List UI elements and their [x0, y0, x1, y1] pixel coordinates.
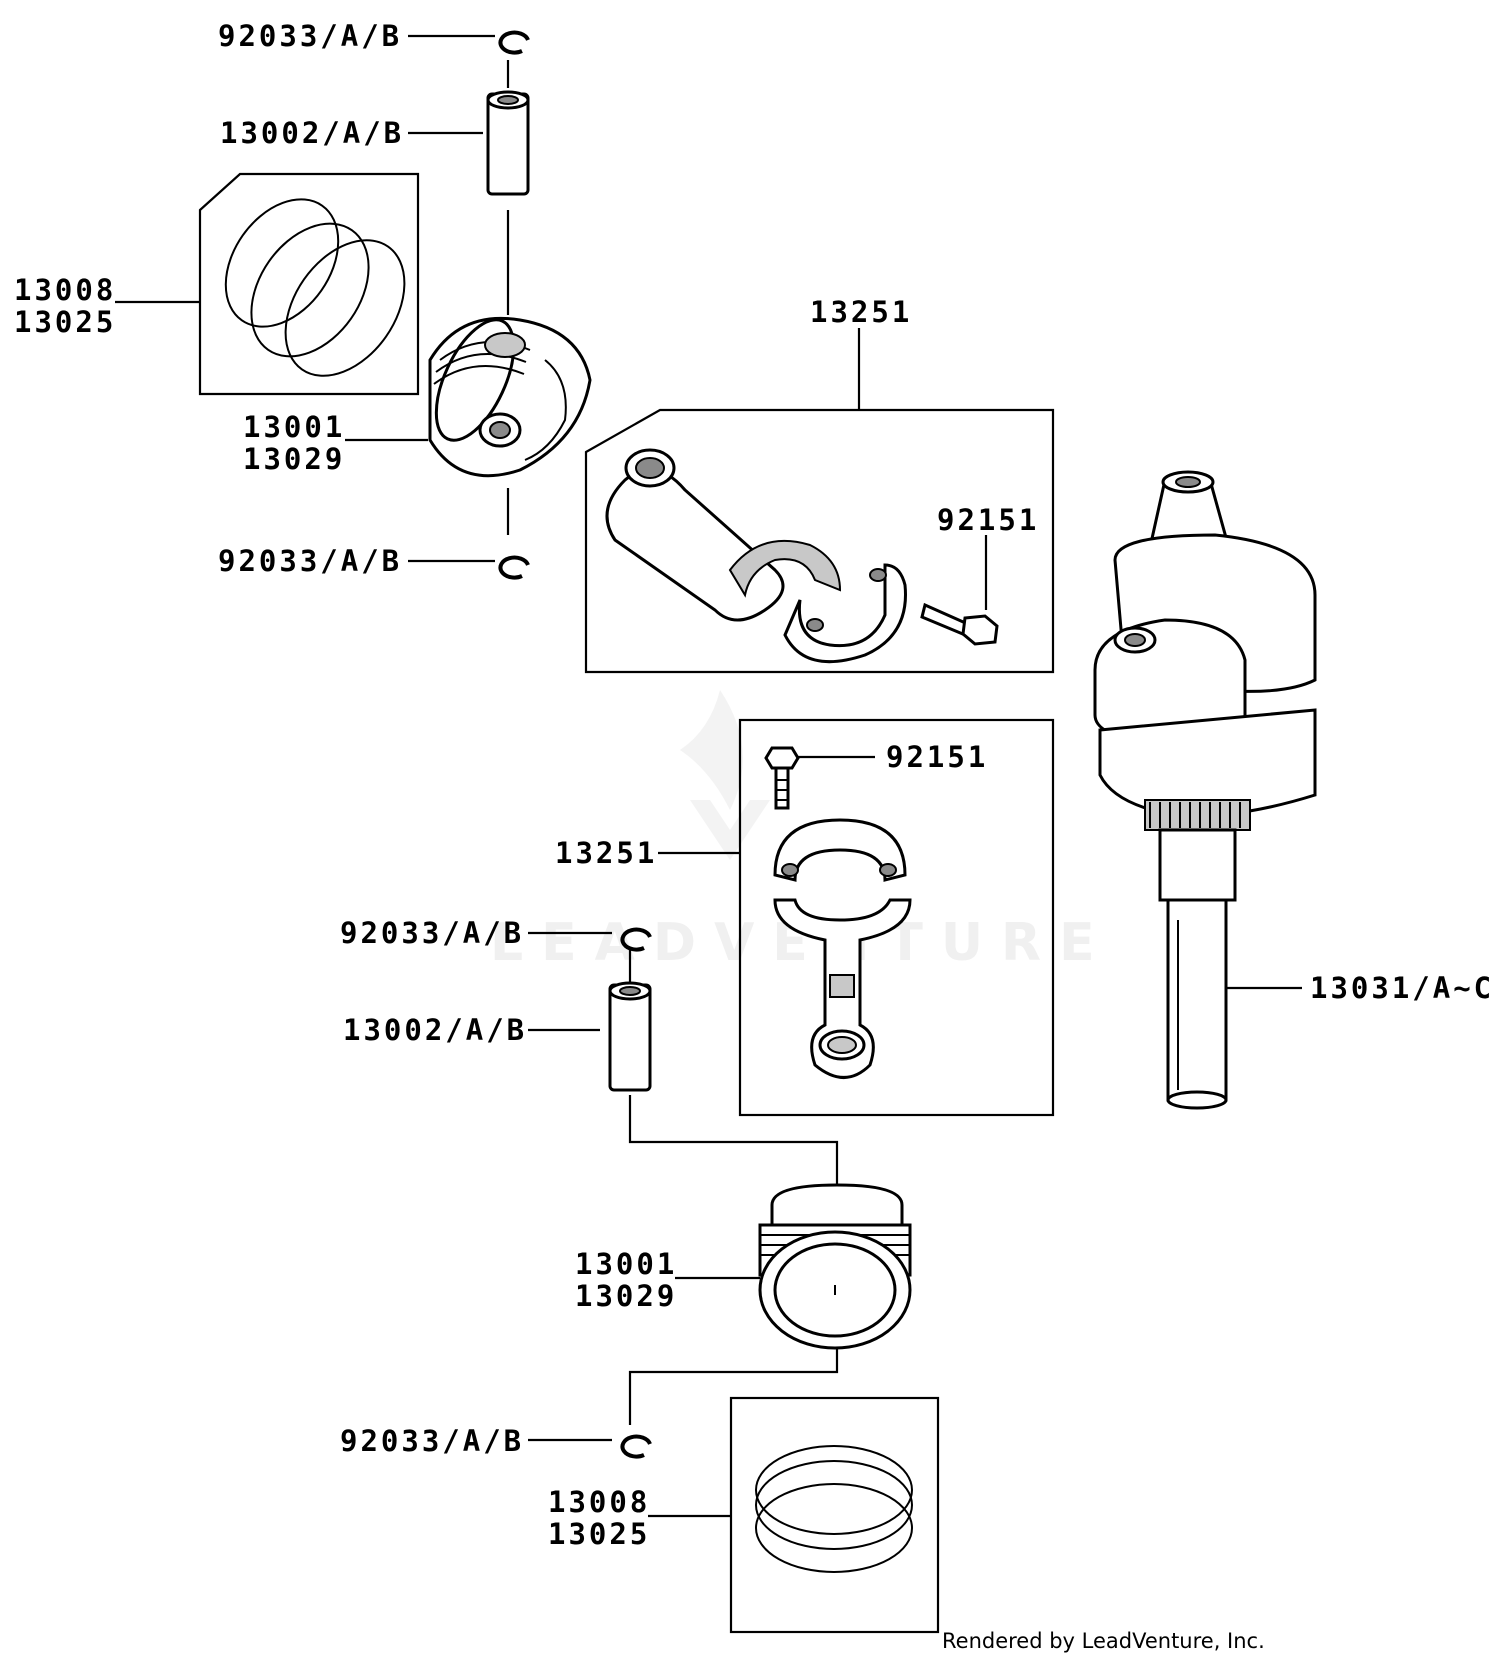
snap-ring-icon — [498, 555, 530, 580]
callout-label: 92151 — [886, 740, 988, 774]
bolt-icon — [764, 746, 800, 810]
piston-rings-icon — [755, 1445, 913, 1573]
callout-label: 13001 — [575, 1247, 677, 1281]
callout-label: 92033/A/B — [218, 544, 402, 578]
snap-ring-icon — [620, 927, 652, 952]
piston-rings-icon — [224, 198, 406, 377]
piston-icon — [428, 316, 592, 478]
conrod-middle-box — [738, 718, 1055, 1117]
piston-icon — [758, 1183, 912, 1350]
callout-label: 13008 — [548, 1485, 650, 1519]
callout-label: 92033/A/B — [218, 19, 402, 53]
connecting-rod-icon — [773, 818, 912, 1079]
callout-label: 13029 — [243, 442, 345, 476]
ring-set-bottom-box — [729, 1396, 940, 1634]
piston-pin-icon — [608, 981, 652, 1092]
callout-label: 92033/A/B — [340, 916, 524, 950]
callout-label: 13002/A/B — [220, 116, 404, 150]
callout-label: 13251 — [555, 836, 657, 870]
callout-label: 13251 — [810, 295, 912, 329]
piston-pin-icon — [486, 90, 530, 196]
callout-label: 13002/A/B — [343, 1013, 527, 1047]
callout-label: 92151 — [937, 503, 1039, 537]
conrod-top-box — [584, 408, 1055, 674]
snap-ring-icon — [620, 1434, 652, 1459]
footer-credit: Rendered by LeadVenture, Inc. — [942, 1629, 1265, 1653]
callout-label: 13025 — [14, 305, 116, 339]
ring-set-top-box — [198, 172, 420, 396]
callout-label: 13029 — [575, 1279, 677, 1313]
callout-label: 13025 — [548, 1517, 650, 1551]
callout-label: 92033/A/B — [340, 1424, 524, 1458]
connecting-rod-icon — [605, 448, 907, 664]
snap-ring-icon — [498, 30, 530, 55]
bolt-icon — [920, 602, 999, 646]
leader-lines — [115, 34, 1302, 1518]
callout-label: 13008 — [14, 273, 116, 307]
crankshaft-icon — [1093, 470, 1317, 1110]
callout-label: 13001 — [243, 410, 345, 444]
callout-label: 13031/A~C — [1310, 971, 1494, 1005]
